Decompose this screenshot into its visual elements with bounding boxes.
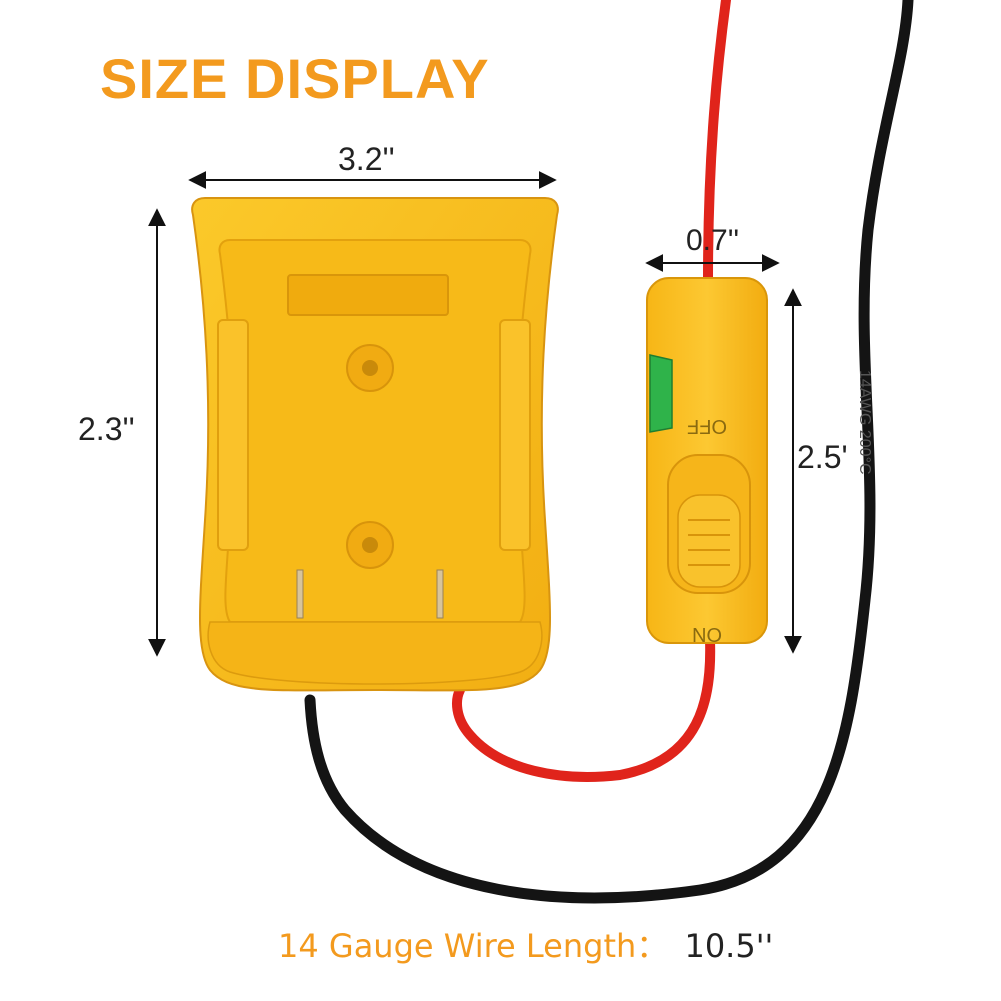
page-title: SIZE DISPLAY [100,47,490,110]
level-indicator [649,354,673,433]
inline-switch: OFF ON [646,277,768,645]
battery-adapter [191,197,559,692]
red-wire-top [703,0,731,285]
wires: 14AWG 200°C [304,0,914,904]
switch-width-label: 0.7'' [686,224,739,257]
wire-length-value: 10.5'' [684,927,773,965]
wire-print: 14AWG 200°C [856,370,873,475]
red-wire-bottom [452,635,716,782]
width-label: 3.2'' [338,141,395,177]
black-wire [304,0,914,904]
switch-off-label: OFF [687,415,727,437]
wire-length-caption: 14 Gauge Wire Length： 10.5'' [278,927,773,965]
dimension-lines [148,171,802,657]
height-label: 2.3'' [78,411,135,447]
switch-on-label: ON [692,623,722,645]
wire-length-label: 14 Gauge Wire Length： [278,927,668,965]
switch-height-label: 2.5' [797,439,848,475]
